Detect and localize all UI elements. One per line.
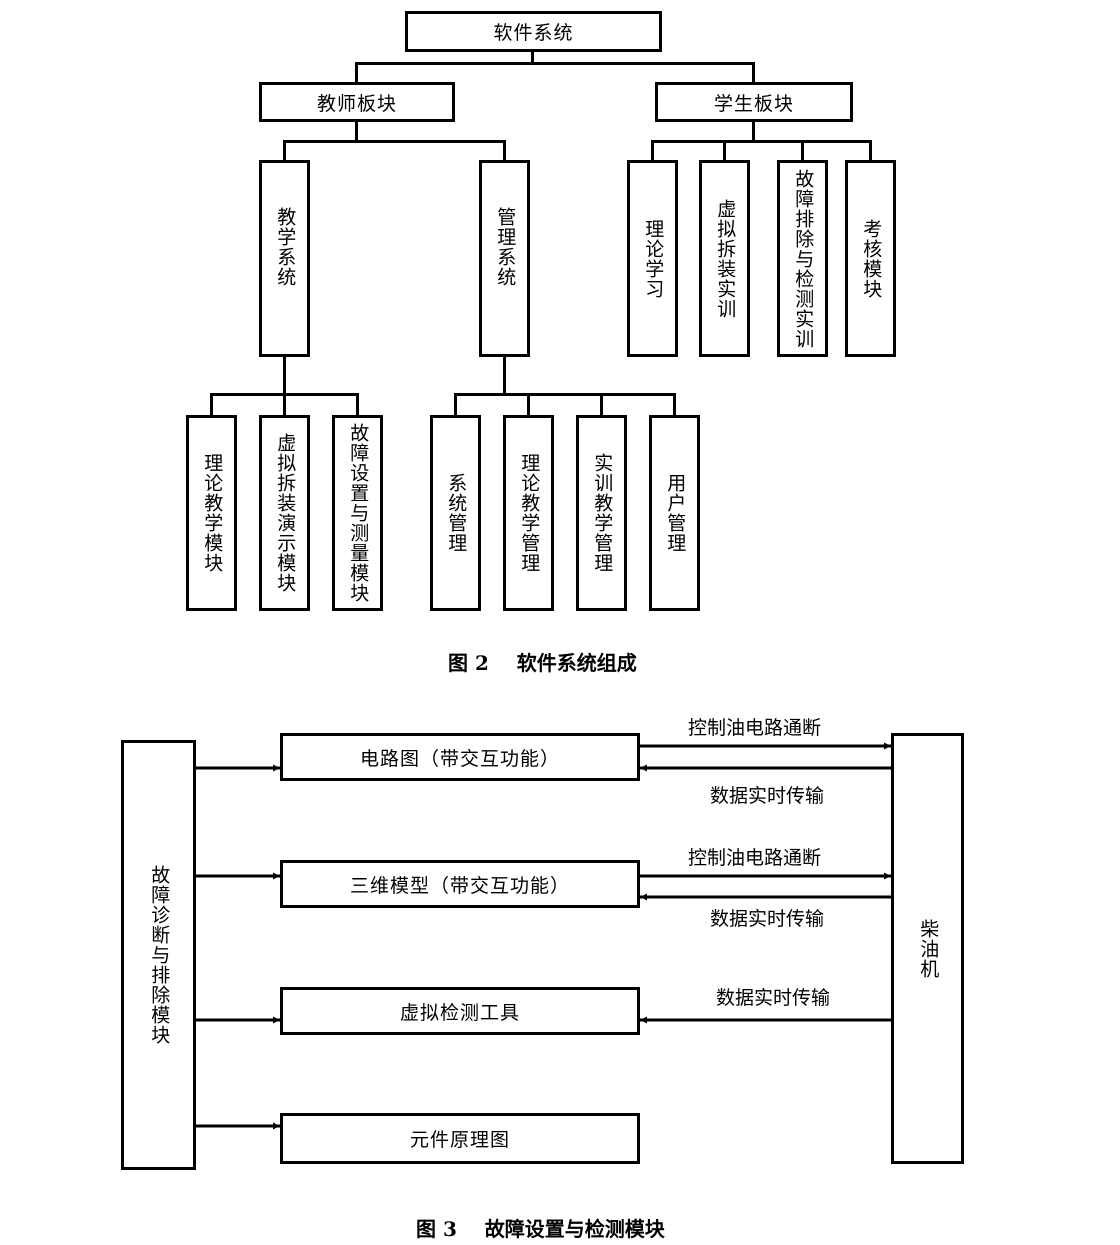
student-item-box: 故障排除与检测实训: [777, 160, 828, 357]
connector: [869, 140, 872, 162]
teaching-system-label: 教学系统: [274, 207, 297, 287]
circuit-diagram-label: 电路图（带交互功能）: [359, 747, 560, 770]
connector: [283, 140, 506, 143]
root-label: 软件系统: [493, 22, 574, 44]
fault-diagnosis-module-box: 故障诊断与排除模块: [121, 740, 196, 1170]
teaching-module-box: 故障设置与测量模块: [332, 415, 383, 611]
connector: [503, 140, 506, 162]
connector: [673, 393, 676, 417]
connector: [503, 355, 506, 395]
connector: [454, 393, 457, 417]
student-label: 学生板块: [713, 92, 794, 115]
management-system-label: 管理系统: [494, 207, 517, 287]
transfer-label: 数据实时传输: [710, 785, 825, 807]
student-item-label: 考核模块: [860, 218, 883, 299]
connector: [600, 393, 603, 417]
connector: [356, 393, 359, 417]
connector: [355, 62, 754, 65]
connector: [283, 140, 286, 162]
connector: [283, 355, 286, 395]
management-module-label: 用户管理: [664, 473, 687, 553]
transfer-label: 数据实时传输: [716, 987, 831, 1009]
student-item-label: 理论学习: [642, 218, 665, 299]
teaching-module-label: 故障设置与测量模块: [347, 423, 370, 603]
connector: [651, 140, 872, 143]
figure-3-caption: 图 3 故障设置与检测模块: [416, 1217, 665, 1241]
3d-model-box: 三维模型（带交互功能）: [280, 860, 640, 908]
management-module-box: 实训教学管理: [576, 415, 627, 611]
connector: [801, 140, 804, 162]
teacher-label: 教师板块: [316, 92, 397, 115]
connector: [454, 393, 676, 396]
teaching-system-box: 教学系统: [259, 160, 310, 357]
connector: [355, 62, 358, 84]
student-box: 学生板块: [655, 82, 853, 122]
virtual-test-tool-label: 虚拟检测工具: [399, 1001, 520, 1024]
control-label: 控制油电路通断: [688, 847, 822, 869]
student-item-label: 虚拟拆装实训: [714, 198, 737, 319]
component-principle-box: 元件原理图: [280, 1113, 640, 1164]
virtual-test-tool-box: 虚拟检测工具: [280, 987, 640, 1035]
connector: [651, 140, 654, 162]
figure-2-caption: 图 2 软件系统组成: [448, 651, 637, 675]
teaching-module-box: 虚拟拆装演示模块: [259, 415, 310, 611]
teacher-box: 教师板块: [259, 82, 455, 122]
connector: [531, 50, 534, 63]
connector: [283, 393, 286, 417]
3d-model-label: 三维模型（带交互功能）: [349, 874, 570, 897]
management-module-box: 理论教学管理: [503, 415, 554, 611]
connector: [752, 62, 755, 84]
transfer-label: 数据实时传输: [710, 908, 825, 930]
management-module-label: 实训教学管理: [591, 453, 614, 573]
diesel-engine-box: 柴油机: [891, 733, 964, 1164]
teaching-module-box: 理论教学模块: [186, 415, 237, 611]
connector: [210, 393, 213, 417]
student-item-box: 考核模块: [845, 160, 896, 357]
management-system-box: 管理系统: [479, 160, 530, 357]
component-principle-label: 元件原理图: [409, 1129, 510, 1151]
management-module-box: 系统管理: [430, 415, 481, 611]
control-label: 控制油电路通断: [688, 717, 822, 739]
student-item-box: 理论学习: [627, 160, 678, 357]
root-box: 软件系统: [405, 11, 662, 52]
connector: [752, 120, 755, 142]
diesel-engine-label: 柴油机: [917, 918, 940, 979]
fault-diagnosis-module-label: 故障诊断与排除模块: [148, 865, 171, 1045]
management-module-label: 系统管理: [445, 473, 468, 553]
connector: [355, 120, 358, 142]
management-module-box: 用户管理: [649, 415, 700, 611]
circuit-diagram-box: 电路图（带交互功能）: [280, 733, 640, 781]
teaching-module-label: 理论教学模块: [201, 453, 224, 573]
student-item-box: 虚拟拆装实训: [699, 160, 750, 357]
connector: [527, 393, 530, 417]
management-module-label: 理论教学管理: [518, 453, 541, 573]
connector: [723, 140, 726, 162]
teaching-module-label: 虚拟拆装演示模块: [274, 433, 297, 593]
student-item-label: 故障排除与检测实训: [792, 168, 815, 349]
